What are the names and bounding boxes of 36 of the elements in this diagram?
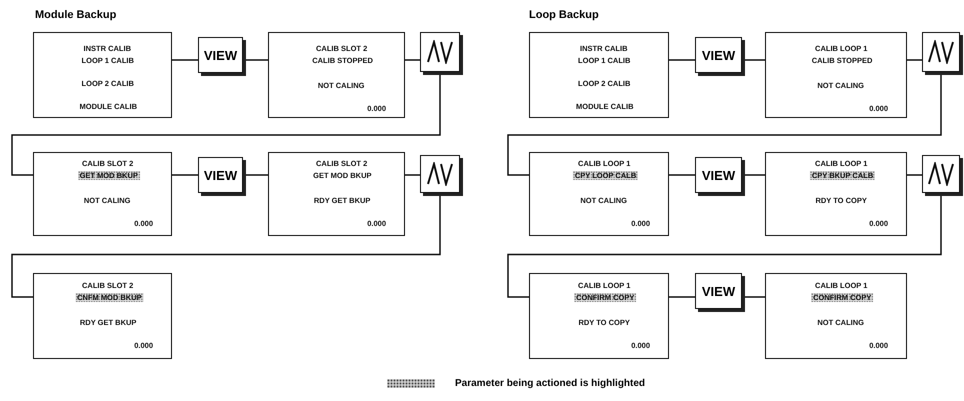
display-screen bbox=[268, 32, 405, 118]
display-screen bbox=[765, 273, 907, 359]
section-heading: Loop Backup bbox=[529, 9, 599, 21]
display-screen bbox=[529, 273, 669, 359]
section-heading: Module Backup bbox=[35, 9, 116, 21]
view-key: VIEW bbox=[695, 273, 742, 309]
connector-line bbox=[172, 174, 198, 176]
connector-line bbox=[405, 174, 420, 176]
connector-line bbox=[907, 59, 922, 61]
menu-screen bbox=[529, 32, 669, 118]
connector-line bbox=[907, 174, 922, 176]
view-key: VIEW bbox=[695, 37, 742, 73]
connector-line bbox=[507, 72, 942, 176]
connector-line bbox=[669, 296, 695, 298]
display-screen bbox=[765, 152, 907, 236]
view-key: VIEW bbox=[198, 37, 243, 73]
connector-line bbox=[507, 193, 942, 298]
up-down-key bbox=[420, 32, 460, 72]
connector-line bbox=[11, 72, 441, 176]
connector-line bbox=[405, 59, 420, 61]
up-down-key bbox=[420, 155, 460, 193]
display-screen bbox=[268, 152, 405, 236]
view-key: VIEW bbox=[695, 157, 742, 193]
connector-line bbox=[11, 193, 441, 298]
connector-line bbox=[172, 59, 198, 61]
up-down-key bbox=[922, 32, 960, 72]
connector-line bbox=[669, 174, 695, 176]
display-screen bbox=[33, 273, 172, 359]
display-screen bbox=[33, 152, 172, 236]
up-down-key bbox=[922, 155, 960, 193]
connector-line bbox=[669, 59, 695, 61]
display-screen bbox=[765, 32, 907, 118]
display-screen bbox=[529, 152, 669, 236]
menu-screen bbox=[33, 32, 172, 118]
view-key: VIEW bbox=[198, 157, 243, 193]
legend-text: Parameter being actioned is highlighted bbox=[455, 378, 646, 389]
